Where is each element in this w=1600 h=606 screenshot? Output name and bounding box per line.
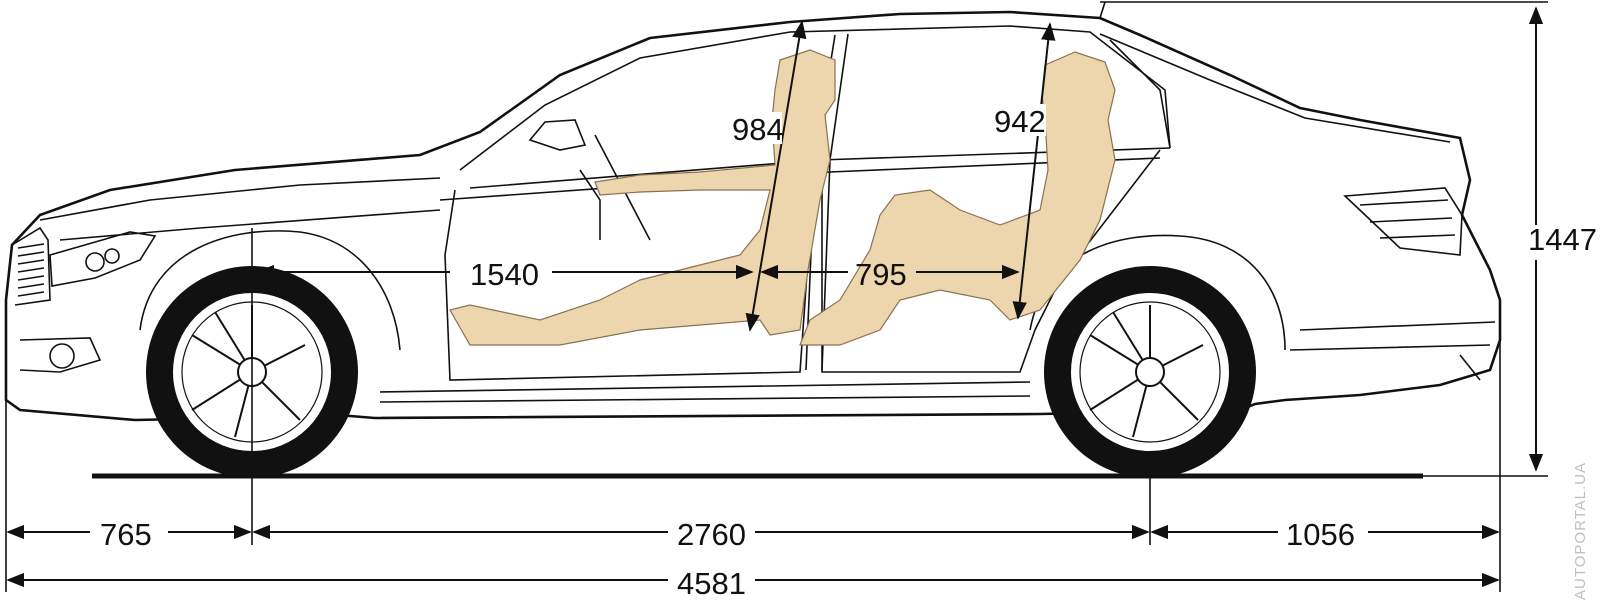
rear-overhang-label: 1056 [1286,517,1355,552]
front-headroom-label: 984 [732,112,784,147]
front-overhang-label: 765 [100,517,152,552]
rear-legroom-label: 795 [855,257,907,292]
extension-lines [5,1,1548,592]
overall-length-label: 4581 [677,566,746,601]
rear-headroom-line [1012,22,1056,320]
watermark: AUTOPORTAL.UA [1572,462,1589,600]
front-legroom-label: 1540 [470,257,539,292]
wheelbase-label: 2760 [677,517,746,552]
rear-headroom-label: 942 [994,104,1046,139]
front-headroom-line [745,20,807,332]
rear-wheel [1044,266,1256,478]
height-label: 1447 [1528,222,1597,257]
